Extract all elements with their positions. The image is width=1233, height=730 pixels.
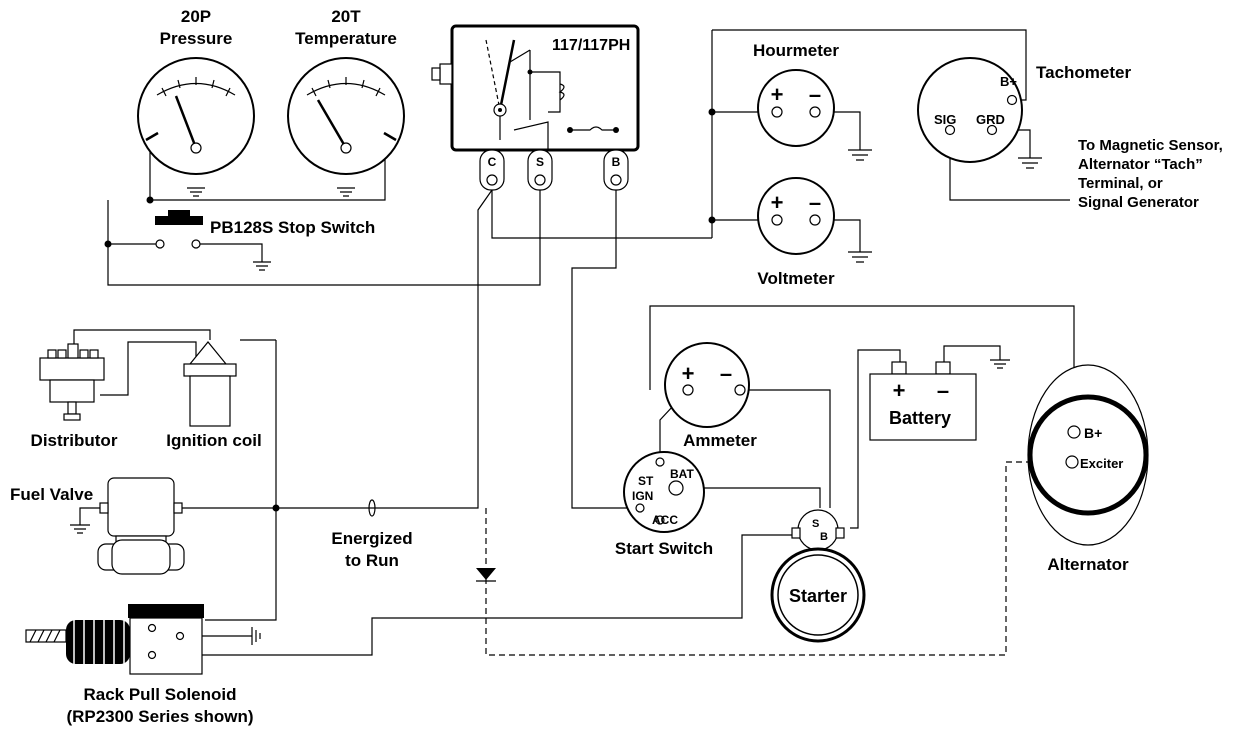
sensor-note: To Magnetic Sensor, Alternator “Tach” Te… <box>1078 137 1223 211</box>
battery-plus: + <box>893 378 906 403</box>
svg-text:Energized: Energized <box>331 529 412 548</box>
svg-text:(RP2300 Series shown): (RP2300 Series shown) <box>66 707 253 726</box>
start-switch-label: Start Switch <box>615 539 713 558</box>
hourmeter: + – Hourmeter <box>753 41 839 147</box>
tach-bplus: B+ <box>1000 74 1017 89</box>
battery: + – Battery <box>869 361 977 441</box>
start-switch-ign: IGN <box>632 489 653 503</box>
starter: S B Starter <box>770 509 866 643</box>
svg-text:C: C <box>488 155 497 169</box>
tachometer: B+ SIG GRD Tachometer <box>917 57 1131 163</box>
voltmeter-label: Voltmeter <box>757 269 835 288</box>
alternator-bplus: B+ <box>1084 425 1102 441</box>
start-switch: ST BAT IGN ACC Start Switch <box>615 451 713 558</box>
junction-dots <box>104 108 716 512</box>
ground-icon <box>848 251 872 263</box>
controller-terminal-b: B <box>603 149 629 191</box>
ground-icon <box>251 627 261 645</box>
ground-icon <box>1018 157 1042 169</box>
pressure-gauge-code: 20P <box>181 7 211 26</box>
start-switch-bat: BAT <box>670 467 694 481</box>
battery-label: Battery <box>889 408 951 428</box>
ignition-coil: Ignition coil <box>166 341 262 450</box>
hourmeter-plus: + <box>771 82 784 107</box>
ground-icon <box>337 187 355 197</box>
svg-text:to Run: to Run <box>345 551 399 570</box>
svg-text:B: B <box>612 155 621 169</box>
ignition-coil-label: Ignition coil <box>166 431 261 450</box>
energized-note: Energized to Run <box>331 499 413 570</box>
voltmeter: + – Voltmeter <box>757 177 835 288</box>
diode-icon <box>476 568 496 582</box>
pressure-gauge: 20P Pressure <box>137 7 255 175</box>
temperature-gauge-name: Temperature <box>295 29 397 48</box>
svg-text:Terminal, or: Terminal, or <box>1078 175 1163 192</box>
alternator-exciter: Exciter <box>1080 456 1123 471</box>
stop-switch-label: PB128S Stop Switch <box>210 218 375 237</box>
tach-grd: GRD <box>976 112 1005 127</box>
svg-text:Alternator “Tach”: Alternator “Tach” <box>1078 156 1203 173</box>
controller-module: 117/117PH C S B <box>431 24 640 191</box>
voltmeter-minus: – <box>809 190 821 215</box>
stop-switch: PB128S Stop Switch <box>155 210 375 249</box>
fuel-valve-label: Fuel Valve <box>10 485 93 504</box>
temperature-gauge-code: 20T <box>331 7 361 26</box>
distributor-label: Distributor <box>31 431 118 450</box>
controller-name: 117/117PH <box>552 37 630 54</box>
temperature-gauge: 20T Temperature <box>287 7 405 175</box>
ammeter-minus: – <box>720 361 732 386</box>
fuel-valve: Fuel Valve <box>10 477 185 575</box>
ground-symbols <box>70 149 1042 645</box>
hourmeter-label: Hourmeter <box>753 41 839 60</box>
controller-terminal-s: S <box>527 149 553 191</box>
alternator-label: Alternator <box>1047 555 1129 574</box>
svg-text:Rack Pull Solenoid: Rack Pull Solenoid <box>83 685 236 704</box>
tachometer-label: Tachometer <box>1036 63 1131 82</box>
hourmeter-minus: – <box>809 82 821 107</box>
distributor: Distributor <box>31 343 118 450</box>
start-switch-acc: ACC <box>652 513 678 527</box>
battery-minus: – <box>937 378 949 403</box>
ground-icon <box>253 261 271 271</box>
ground-icon <box>990 359 1010 369</box>
alternator: B+ Exciter Alternator <box>1027 364 1149 574</box>
start-switch-st: ST <box>638 474 654 488</box>
controller-terminal-c: C <box>479 149 505 191</box>
voltmeter-plus: + <box>771 190 784 215</box>
ammeter-label: Ammeter <box>683 431 757 450</box>
rack-pull-solenoid: Rack Pull Solenoid (RP2300 Series shown) <box>25 604 254 726</box>
starter-b: B <box>820 531 828 543</box>
ground-icon <box>848 149 872 161</box>
ammeter: + – Ammeter <box>664 342 757 450</box>
pressure-gauge-name: Pressure <box>160 29 233 48</box>
ground-icon <box>187 187 205 197</box>
svg-text:S: S <box>536 155 544 169</box>
starter-s: S <box>812 518 819 530</box>
starter-label: Starter <box>789 586 847 606</box>
ammeter-plus: + <box>682 361 695 386</box>
svg-text:Signal Generator: Signal Generator <box>1078 194 1199 211</box>
ground-icon <box>70 524 90 534</box>
tach-sig: SIG <box>934 112 956 127</box>
svg-text:To Magnetic Sensor,: To Magnetic Sensor, <box>1078 137 1223 154</box>
